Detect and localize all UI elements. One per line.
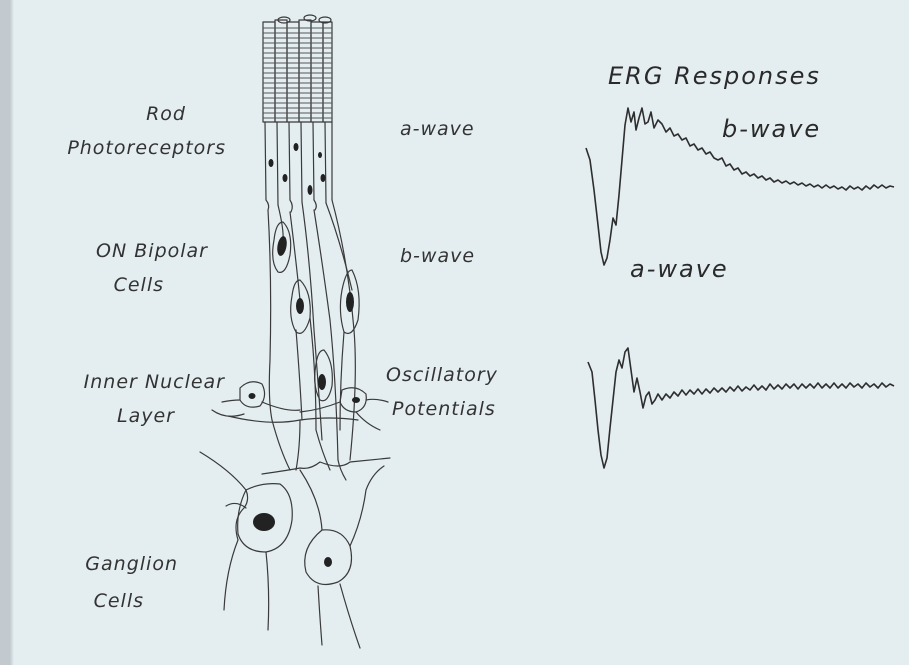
erg-trace-top [586,108,894,265]
erg-trace-bottom [588,348,894,468]
rod-inner-segments [265,122,332,212]
rod-outer-segments [263,15,332,122]
ganglion-cells [200,420,390,648]
on-bipolar-cells [273,222,359,430]
